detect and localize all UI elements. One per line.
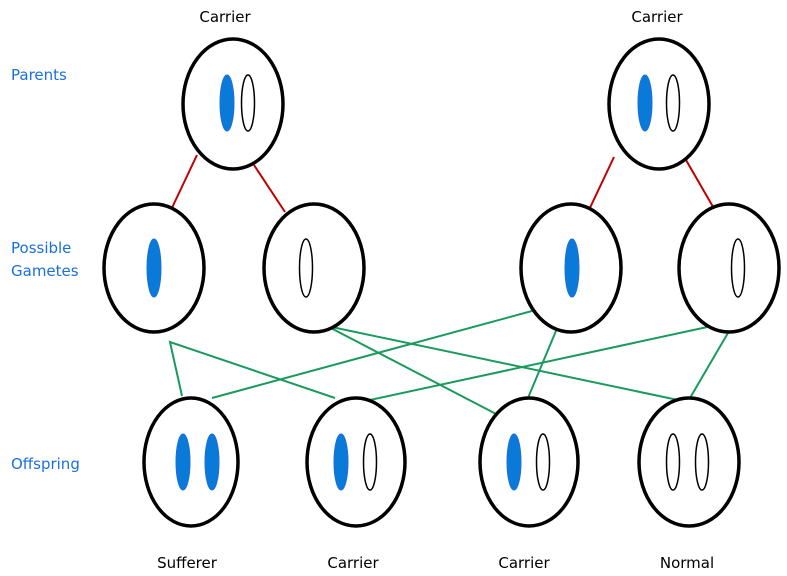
parent-gamete-line [169,154,198,213]
parent-label: Carrier [199,8,251,26]
cell-outline [305,396,407,528]
normal-chromosome [362,433,378,491]
affected-chromosome [564,238,580,298]
parent-gamete-line [253,164,286,213]
gamete-offspring-line [527,325,559,399]
normal-chromosome [730,238,746,298]
affected-chromosome [333,433,349,491]
row-label-parents: Parents [11,66,67,84]
offspring-cell-4: Normal [637,396,741,572]
cell-outline [677,202,781,334]
cell-outline [142,396,240,528]
parent-cell-1: Carrier [181,8,285,171]
row-label-offspring: Offspring [11,455,80,473]
gamete-cell-4 [677,202,781,334]
normal-chromosome [240,74,256,132]
offspring-label: Carrier [498,554,550,572]
cell-outline [262,202,366,334]
gamete-offspring-line [326,325,679,401]
normal-chromosome [665,74,681,132]
parent-label: Carrier [631,8,683,26]
gamete-offspring-line [168,340,336,399]
gamete-cell-3 [519,202,623,334]
parent-cell-2: Carrier [607,8,711,171]
cell-outline [478,396,580,528]
gamete-offspring-line [369,325,713,401]
gamete-cell-2 [262,202,366,334]
gamete-offspring-line [689,325,733,399]
parent-gamete-line [685,159,717,213]
gamete-offspring-lines [168,310,733,417]
gamete-cell-1 [102,202,206,334]
affected-chromosome [146,238,162,298]
normal-chromosome [665,433,681,491]
affected-chromosome [175,433,191,491]
affected-chromosome [637,74,653,132]
gamete-offspring-line [211,310,533,399]
parent-gamete-line [587,156,615,213]
affected-chromosome [219,74,235,132]
offspring-label: Sufferer [157,554,218,572]
gamete-offspring-line [326,325,501,417]
affected-chromosome [506,433,522,491]
normal-chromosome [298,238,314,298]
normal-chromosome [535,433,551,491]
row-label-gametes-line2: Gametes [11,262,79,280]
cell-outline [637,396,741,528]
row-label-gametes-line1: Possible [11,239,71,257]
offspring-label: Normal [660,554,714,572]
offspring-label: Carrier [327,554,379,572]
normal-chromosome [694,433,710,491]
offspring-cell-3: Carrier [478,396,580,572]
offspring-cell-2: Carrier [305,396,407,572]
affected-chromosome [204,433,220,491]
offspring-cell-1: Sufferer [142,396,240,572]
parent-gamete-lines [169,154,717,213]
cell-outline [607,37,711,171]
